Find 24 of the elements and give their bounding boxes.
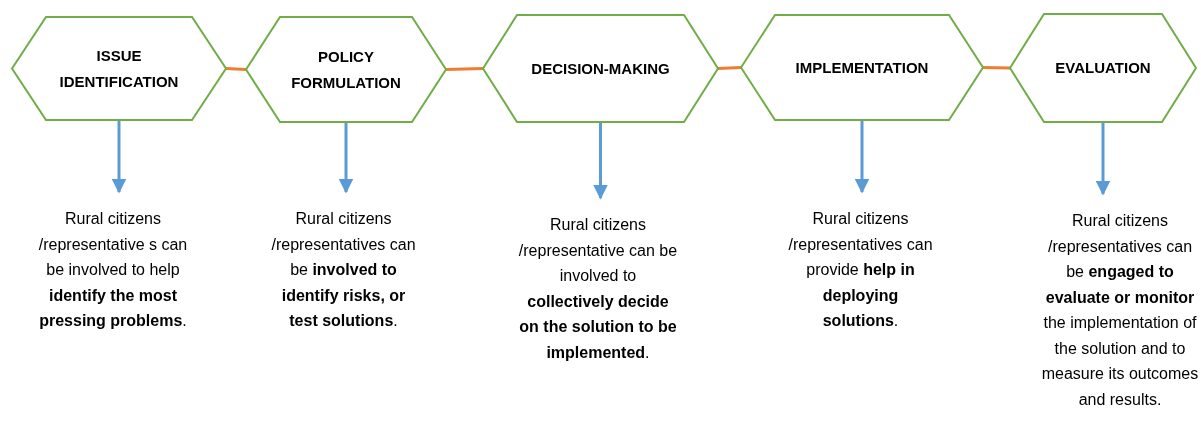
stage-title: IMPLEMENTATION [794,57,930,78]
arrow [854,120,870,194]
stage-description: Rural citizens /representative s can be involved to help identify the most pressing problems. [38,209,188,331]
stage-title: ISSUE IDENTIFICATION [58,45,180,92]
connector-line [982,66,1011,70]
process-hexagon [1010,14,1196,122]
arrow [111,120,127,194]
process-hexagon [483,15,718,122]
stage-description: Rural citizens /representatives can be involved to identify risks, or test solutions. [270,209,417,331]
connector-line [717,66,742,70]
stage-title: EVALUATION [1054,58,1152,78]
stage-description: Rural citizens /representatives can be engaged to evaluate or monitor the implementation of the solution and to measure its outcomes and results. [1040,211,1200,410]
connector-line [445,67,484,71]
process-hexagon [12,17,226,120]
connector-line [225,67,247,71]
arrow [593,122,608,200]
arrow [1095,122,1111,196]
arrow [338,122,354,194]
stage-description: Rural citizens /representative can be involved to collectively decide on the solution to be implemented. [518,215,678,363]
stage-title: POLICY FORMULATION [290,46,402,93]
stage-title: DECISION-MAKING [530,58,671,79]
stage-description: Rural citizens /representatives can provide help in deploying solutions. [787,209,934,331]
process-hexagon [246,17,446,122]
process-hexagon [741,15,983,120]
